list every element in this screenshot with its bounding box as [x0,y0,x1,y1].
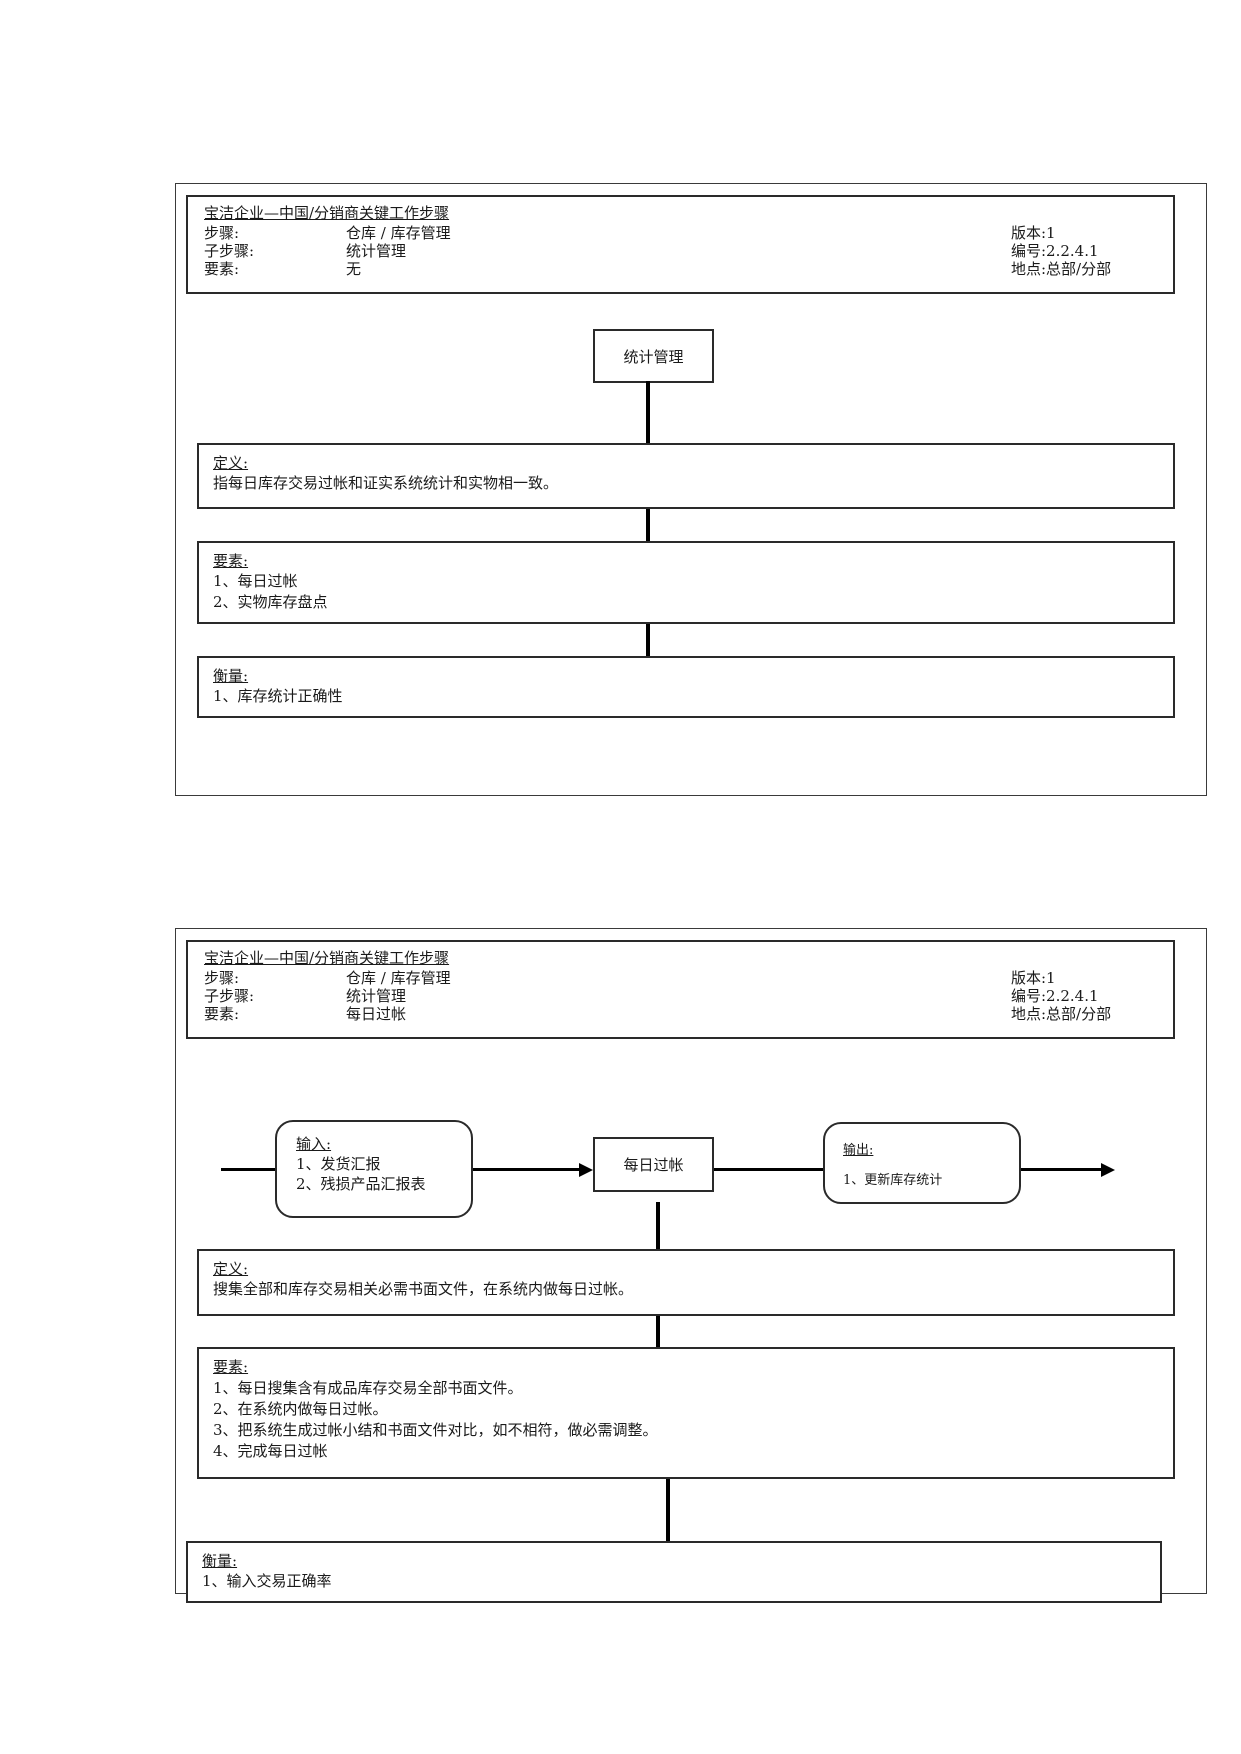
input-title: 输入: [296,1135,332,1153]
definition-box: 定义: 搜集全部和库存交易相关必需书面文件，在系统内做每日过帐。 [197,1249,1175,1316]
step-value: 仓库 / 库存管理 [346,224,451,242]
measure-item: 1、库存统计正确性 [213,687,343,705]
process-node: 每日过帐 [593,1137,714,1192]
elements-item: 4、完成每日过帐 [213,1442,328,1460]
version: 版本:1 [1011,969,1056,987]
location: 地点:总部/分部 [1011,260,1112,278]
input-box: 输入: 1、发货汇报 2、残损产品汇报表 [275,1120,473,1218]
header-title: 宝洁企业—中国/分销商关键工作步骤 [204,949,450,967]
step-value: 仓库 / 库存管理 [346,969,451,987]
input-item: 1、发货汇报 [296,1155,381,1173]
connector [646,509,650,542]
connector [656,1316,660,1348]
code: 编号:2.2.4.1 [1011,987,1099,1005]
substep-value: 统计管理 [346,242,407,260]
arrow-head-icon [1101,1163,1115,1177]
flow-line-input-to-node [471,1168,581,1171]
input-item: 2、残损产品汇报表 [296,1175,426,1193]
elements-item: 1、每日过帐 [213,572,298,590]
flow-line-in [221,1168,277,1171]
measure-title: 衡量: [213,667,249,685]
definition-text: 搜集全部和库存交易相关必需书面文件，在系统内做每日过帐。 [213,1280,634,1298]
process-node-label: 每日过帐 [623,1156,684,1174]
elements-item: 1、每日搜集含有成品库存交易全部书面文件。 [213,1379,523,1397]
elements-item: 3、把系统生成过帐小结和书面文件对比，如不相符，做必需调整。 [213,1421,658,1439]
element-value: 每日过帐 [346,1005,407,1023]
code: 编号:2.2.4.1 [1011,242,1099,260]
flow-line-node-to-output [714,1168,825,1171]
definition-text: 指每日库存交易过帐和证实系统统计和实物相一致。 [213,474,559,492]
flow-line-out [1019,1168,1105,1171]
elements-item: 2、实物库存盘点 [213,593,328,611]
output-item: 1、更新库存统计 [843,1173,943,1188]
element-label: 要素: [204,1005,240,1023]
version: 版本:1 [1011,224,1056,242]
output-box: 输出: 1、更新库存统计 [823,1122,1021,1204]
element-label: 要素: [204,260,240,278]
location: 地点:总部/分部 [1011,1005,1112,1023]
arrow-head-icon [579,1163,593,1177]
output-title: 输出: [843,1143,874,1158]
process-node-label: 统计管理 [623,348,684,366]
elements-box: 要素: 1、每日过帐 2、实物库存盘点 [197,541,1175,624]
measure-box: 衡量: 1、库存统计正确性 [197,656,1175,718]
step-label: 步骤: [204,224,240,242]
measure-box: 衡量: 1、输入交易正确率 [186,1541,1162,1603]
substep-label: 子步骤: [204,987,255,1005]
elements-item: 2、在系统内做每日过帐。 [213,1400,388,1418]
elements-title: 要素: [213,1358,249,1376]
step-label: 步骤: [204,969,240,987]
sheet-1-header: 宝洁企业—中国/分销商关键工作步骤 步骤: 仓库 / 库存管理 子步骤: 统计管… [186,195,1175,294]
measure-title: 衡量: [202,1552,238,1570]
definition-box: 定义: 指每日库存交易过帐和证实系统统计和实物相一致。 [197,443,1175,509]
connector [646,624,650,657]
definition-title: 定义: [213,454,249,472]
process-node: 统计管理 [593,329,714,383]
substep-label: 子步骤: [204,242,255,260]
substep-value: 统计管理 [346,987,407,1005]
connector [666,1479,670,1542]
connector [646,381,650,445]
header-title: 宝洁企业—中国/分销商关键工作步骤 [204,204,450,222]
element-value: 无 [346,260,362,278]
definition-title: 定义: [213,1260,249,1278]
sheet-2-header: 宝洁企业—中国/分销商关键工作步骤 步骤: 仓库 / 库存管理 子步骤: 统计管… [186,940,1175,1039]
measure-item: 1、输入交易正确率 [202,1572,332,1590]
elements-title: 要素: [213,552,249,570]
elements-box: 要素: 1、每日搜集含有成品库存交易全部书面文件。 2、在系统内做每日过帐。 3… [197,1347,1175,1479]
connector [656,1202,660,1250]
sheet-1-frame [175,183,1207,796]
